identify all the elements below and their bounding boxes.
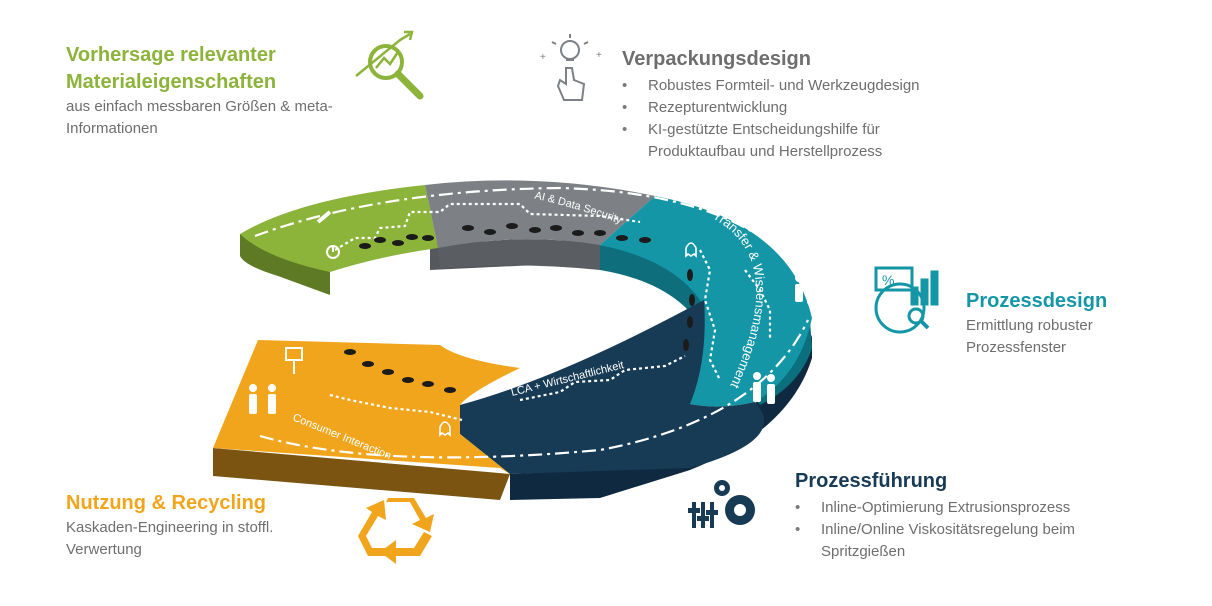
bullets-verpackung: Robustes Formteil- und Werkzeugdesign Re… (622, 75, 982, 141)
desc-nutzung-line1: Kaskaden-Engineering in stoffl. (66, 519, 274, 536)
pie-icon (326, 245, 340, 259)
svg-text:+: + (540, 52, 546, 63)
desc-vorhersage-line1: aus einfach messbaren Größen & meta- (66, 98, 333, 115)
handshake-people-icon (249, 384, 276, 414)
title-nutzung-recycling: Nutzung & Recycling (66, 492, 267, 514)
bullets-prozessfuehrung: Inline-Optimierung Extrusionsprozess Inl… (795, 497, 1175, 541)
gears-sliders-icon (688, 480, 755, 528)
bullet-prozessfuehrung-2: Inline/Online Viskositätsregelung beim (795, 519, 1175, 541)
ring-small-icons (249, 210, 815, 437)
ring-orange-wall (213, 448, 510, 500)
presentation-icon (285, 347, 303, 374)
ring-dashed-paths (254, 186, 809, 459)
svg-text:%: % (882, 272, 894, 288)
bullet-verpackung-3: KI-gestützte Entscheidungshilfe für (622, 119, 982, 141)
title-vorhersage-line2: Materialeigenschaften (66, 71, 277, 93)
ring-inner-walls (438, 239, 704, 312)
title-prozessfuehrung: Prozessführung (795, 470, 948, 492)
bullet-verpackung-2: Rezepturentwicklung (622, 97, 982, 119)
desc-nutzung-line2: Verwertung (66, 541, 142, 558)
block-verpackung: Verpackungsdesign Robustes Formteil- und… (622, 46, 982, 163)
title-vorhersage-line1: Vorhersage relevanter (66, 44, 276, 66)
inner-wall-gray (438, 239, 600, 270)
desc-prozessdesign-line2: Prozessfenster (966, 339, 1067, 356)
pencil-icon (316, 210, 332, 224)
magnifier-chart-icon (355, 30, 424, 100)
analytics-magnifier-icon: % (874, 266, 939, 334)
title-verpackungsdesign: Verpackungsdesign (622, 48, 811, 70)
people-icon-teal (795, 274, 815, 304)
desc-prozessdesign-line1: Ermittlung robuster (966, 317, 1093, 334)
block-prozessfuehrung: Prozessführung Inline-Optimierung Extrus… (795, 468, 1175, 563)
footprints (344, 223, 695, 393)
svg-text:+: + (596, 50, 602, 61)
ring-segment-green (240, 185, 438, 272)
ghost-icon-orange (439, 421, 451, 437)
idea-hand-icon: + + (540, 34, 602, 101)
block-prozessdesign: Prozessdesign Ermittlung robuster Prozes… (966, 288, 1186, 359)
inner-wall-teal (600, 245, 704, 312)
recycling-icon (358, 498, 434, 564)
ring-segment-navy (460, 300, 705, 474)
ghost-icon-teal (685, 242, 697, 258)
people-icon-teal-2 (753, 372, 775, 404)
block-nutzung: Nutzung & Recycling Kaskaden-Engineering… (66, 490, 366, 561)
bullet-prozessfuehrung-2-cont: Spritzgießen (821, 543, 906, 560)
ring-segment-orange (213, 340, 520, 474)
desc-vorhersage-line2: Informationen (66, 120, 158, 137)
block-vorhersage: Vorhersage relevanter Materialeigenschaf… (66, 42, 386, 140)
bullet-verpackung-3-cont: Produktaufbau und Herstellprozess (648, 143, 883, 160)
title-prozessdesign: Prozessdesign (966, 290, 1108, 312)
bullet-prozessfuehrung-1: Inline-Optimierung Extrusionsprozess (795, 497, 1175, 519)
bullet-verpackung-1: Robustes Formteil- und Werkzeugdesign (622, 75, 982, 97)
ring-top-surfaces (213, 180, 812, 474)
